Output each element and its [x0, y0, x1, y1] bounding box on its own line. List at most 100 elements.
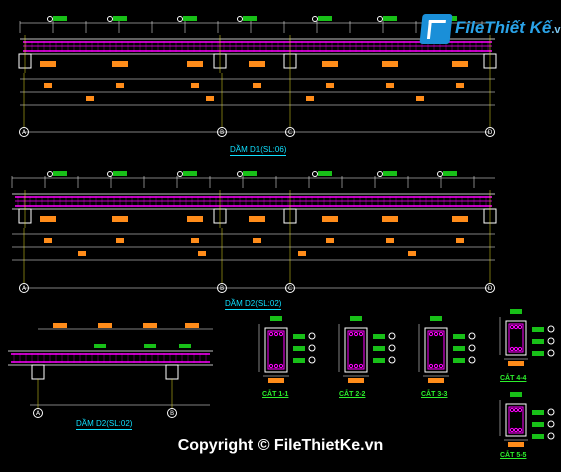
- sec22-bottom-bar-icon: [358, 363, 364, 369]
- sec44-width-tag: [508, 361, 524, 366]
- beam1-rebar-tag: [183, 16, 197, 21]
- beam3-top-tag: [98, 323, 112, 328]
- sec55-top-bar-icon: [509, 407, 515, 413]
- beam3-top-tag: [53, 323, 67, 328]
- beam2-tag-marker-icon: [437, 171, 443, 177]
- sec44-marker-icon: [547, 349, 555, 357]
- beam1-dim-tag: [253, 83, 261, 88]
- filethietke-logo: FileThiết Kế.vn: [419, 14, 561, 44]
- sec33-bottom-bar-icon: [428, 363, 434, 369]
- beam2-dim-tag: [456, 238, 464, 243]
- beam2-dim-tag: [78, 251, 86, 256]
- beam1-rebar-tag: [113, 16, 127, 21]
- sec44-bar-callout: [532, 339, 544, 344]
- beam1-dim-tag: [326, 83, 334, 88]
- sec11-marker-icon: [308, 332, 316, 340]
- beam1-dim-tag: [206, 96, 214, 101]
- sec33-concrete-outline: [424, 327, 448, 373]
- sec22-top-bar-icon: [353, 331, 359, 337]
- beam1-tag-marker-icon: [107, 16, 113, 22]
- sec11-marker-icon: [308, 344, 316, 352]
- sec11-top-bar-icon: [273, 331, 279, 337]
- sec55-width-tag: [508, 442, 524, 447]
- sec44-marker-icon: [547, 337, 555, 345]
- beam1-bottom-tag: [112, 61, 128, 67]
- section-2-2-title: CẮT 2-2: [339, 391, 366, 398]
- beam2-rebar-tag: [383, 171, 397, 176]
- sec22-concrete-outline: [344, 327, 368, 373]
- beam1-bottom-tag: [249, 61, 265, 67]
- beam2-axis-label: A: [22, 285, 27, 292]
- beam1-axis-label: A: [22, 129, 27, 136]
- beam3-rebar-tag: [94, 344, 106, 348]
- beam1-dim-tag: [386, 83, 394, 88]
- sec33-width-tag: [428, 378, 444, 383]
- sec22-bar-callout: [373, 346, 385, 351]
- sec33-stirrup: [427, 330, 445, 370]
- beam2-bottom-tag: [40, 216, 56, 222]
- sec11-bottom-bar-icon: [268, 363, 274, 369]
- beam2-axis-label: B: [220, 285, 224, 292]
- beam1-dim-tag: [416, 96, 424, 101]
- sec33-top-bar-icon: [433, 331, 439, 337]
- beam2-dim-tag: [326, 238, 334, 243]
- sec11-bottom-bar-icon: [273, 363, 279, 369]
- beam3-top-tag: [143, 323, 157, 328]
- beam2-tag-marker-icon: [177, 171, 183, 177]
- sec44-concrete-outline: [505, 320, 527, 356]
- beam1-tag-marker-icon: [177, 16, 183, 22]
- sec44-marker-icon: [547, 325, 555, 333]
- sec44-top-bar-icon: [509, 324, 515, 330]
- beam1-tag-marker-icon: [47, 16, 53, 22]
- beam-d1-title: DẦM D1(SL:06): [230, 145, 287, 156]
- sec55-bottom-bar-icon: [513, 427, 519, 433]
- sec11-bar-callout: [293, 334, 305, 339]
- beam3-axis-label: A: [36, 410, 41, 417]
- sec55-marker-icon: [547, 408, 555, 416]
- sec22-bottom-bar-icon: [348, 363, 354, 369]
- sec55-stirrup: [508, 406, 524, 434]
- beam2-axis-label: D: [488, 285, 493, 292]
- sec55-marker-icon: [547, 420, 555, 428]
- sec44-bar-callout: [532, 351, 544, 356]
- beam1-bottom-tag: [452, 61, 468, 67]
- beam2-rebar-tag: [243, 171, 257, 176]
- beam2-dim-tag: [408, 251, 416, 256]
- sec22-top-bar-icon: [358, 331, 364, 337]
- sec55-bottom-bar-icon: [517, 427, 523, 433]
- logo-text: FileThiết Kế.vn: [455, 18, 561, 37]
- beam2-dim-tag: [191, 238, 199, 243]
- sec33-marker-icon: [468, 356, 476, 364]
- section-4-4-title: CẮT 4-4: [500, 375, 527, 382]
- sec22-top-callout: [350, 316, 362, 321]
- sec44-stirrup: [508, 323, 524, 353]
- beam1-tag-marker-icon: [312, 16, 318, 22]
- sec11-top-callout: [270, 316, 282, 321]
- beam-d2-small-title: DẦM D2(SL:02): [76, 419, 133, 430]
- beam-d2-title: DẦM D2(SL:02): [225, 299, 282, 310]
- beam2-dim-tag: [44, 238, 52, 243]
- sec22-marker-icon: [388, 356, 396, 364]
- beam1-bottom-tag: [40, 61, 56, 67]
- sec55-bar-callout: [532, 410, 544, 415]
- beam3-rebar-tag: [179, 344, 191, 348]
- sec33-bar-callout: [453, 346, 465, 351]
- sec55-top-bar-icon: [513, 407, 519, 413]
- beam1-dim-tag: [191, 83, 199, 88]
- sec33-top-bar-icon: [438, 331, 444, 337]
- beam1-tag-marker-icon: [377, 16, 383, 22]
- sec33-bottom-bar-icon: [433, 363, 439, 369]
- beam3-rebar-tag: [144, 344, 156, 348]
- beam2-rebar-tag: [443, 171, 457, 176]
- beam2-dim-tag: [116, 238, 124, 243]
- sec33-marker-icon: [468, 344, 476, 352]
- beam1-rebar-tag: [53, 16, 67, 21]
- beam1-rebar-tag: [383, 16, 397, 21]
- beam3-column-stub: [165, 364, 179, 380]
- beam3-column-stub: [31, 364, 45, 380]
- sec55-top-bar-icon: [517, 407, 523, 413]
- sec55-bar-callout: [532, 422, 544, 427]
- sec11-top-bar-icon: [278, 331, 284, 337]
- sec55-bar-callout: [532, 434, 544, 439]
- beam1-axis-label: B: [220, 129, 224, 136]
